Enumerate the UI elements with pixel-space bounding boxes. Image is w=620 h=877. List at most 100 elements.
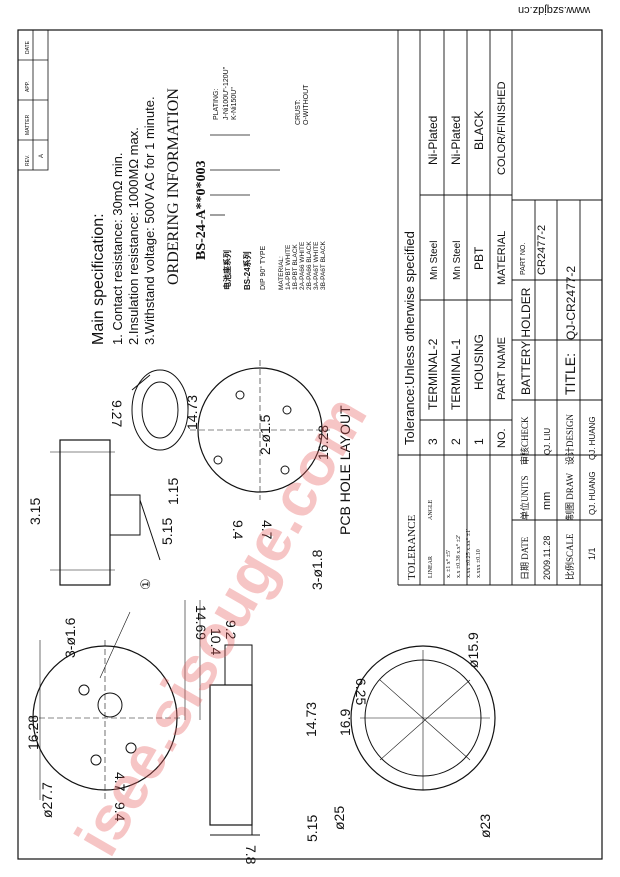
dim-p3-d1-8: 3-ø1.8 bbox=[309, 549, 325, 590]
tol-angle-label: ANGLE bbox=[428, 499, 434, 520]
row2-color: Ni-Plated bbox=[449, 116, 463, 165]
tol-linear-label: LINEAR bbox=[428, 556, 434, 578]
dip-type: DIP 90° TYPE bbox=[259, 245, 267, 290]
sheet-border bbox=[17, 29, 603, 860]
ordering-leaders bbox=[210, 134, 280, 216]
dim-d7-8: 7.8 bbox=[243, 845, 259, 865]
matter-label: MATTER bbox=[25, 114, 31, 135]
ordering-title: ORDERING INFORMATION bbox=[165, 88, 182, 285]
dim-s5-15: 5.15 bbox=[159, 518, 175, 545]
dim-d14-69: 14.69 bbox=[193, 605, 209, 640]
header-part-name: PART NAME bbox=[496, 337, 508, 400]
material-1a: 1A-PBT WHITE bbox=[285, 244, 292, 290]
date-col-label: 日期 DATE bbox=[520, 536, 530, 580]
dim-d9-2: 9.2 bbox=[223, 620, 239, 640]
crust-label: CRUST: bbox=[295, 100, 302, 125]
header-material: MATERIAL bbox=[496, 231, 508, 285]
row1-material: PBT bbox=[472, 246, 486, 270]
row1-part: HOUSING bbox=[472, 334, 486, 390]
plating-j: J-Ni100U"-120U" bbox=[223, 66, 230, 120]
title-value: QJ-CR2477-2 bbox=[564, 266, 578, 340]
title-label: TITLE: bbox=[562, 353, 578, 395]
tol-row-3: x.xx ±0.25 x.xx° ±1' bbox=[465, 529, 472, 578]
row3-no: 3 bbox=[426, 438, 440, 445]
material-label: MATERIAL: bbox=[278, 256, 285, 290]
pcb-hole-layout bbox=[190, 360, 330, 500]
part-no-value: CR2477-2 bbox=[536, 225, 548, 275]
row3-part: TERMINAL-2 bbox=[426, 338, 440, 410]
dim-d5-15: 5.15 bbox=[304, 815, 320, 842]
spec-line-1: 1. Contact resistance: 30mΩ min. bbox=[110, 152, 125, 345]
draw-value: QJ. HUANG bbox=[588, 471, 597, 515]
coin-view bbox=[350, 645, 496, 791]
ordering-code: BS-24-A**0*003 bbox=[194, 160, 209, 260]
plating-label: PLATING: bbox=[213, 89, 220, 120]
tol-row-4: x.xxx ±0.10 bbox=[476, 549, 482, 578]
right-table-grid bbox=[397, 30, 602, 586]
dim-d15-9: ø15.9 bbox=[465, 632, 481, 668]
row1-no: 1 bbox=[472, 438, 486, 445]
dim-s3-15: 3.15 bbox=[27, 498, 43, 525]
rev-value: A bbox=[39, 154, 45, 158]
date-value: 2009.11.28 bbox=[542, 536, 552, 580]
material-3a: 3A-PA6T WHITE bbox=[313, 241, 320, 290]
material-3b: 3B-PA6T BLACK bbox=[320, 240, 327, 290]
row2-no: 2 bbox=[449, 438, 463, 445]
check-col-label: 审核CHECK bbox=[519, 416, 530, 465]
dim-p14-73: 14.73 bbox=[184, 395, 200, 430]
dim-s9-27: 9.27 bbox=[109, 400, 125, 427]
design-value: QJ. HUANG bbox=[588, 416, 597, 460]
check-value: QJ. LIU bbox=[543, 428, 552, 455]
side-view bbox=[184, 600, 260, 836]
material-2a: 2A-PA66 WHITE bbox=[299, 241, 306, 290]
tol-row-2: x.x ±0.38 x.x° ±2' bbox=[455, 535, 462, 578]
dim-d14-73: 14.73 bbox=[303, 702, 319, 737]
spec-title: Main specification: bbox=[90, 213, 107, 345]
dim-d6-25: 6.25 bbox=[353, 678, 369, 705]
header-color: COLOR/FINISHED bbox=[496, 81, 508, 175]
crust-o: O-WITHOUT bbox=[303, 84, 310, 125]
spec-line-2: 2.Insulation resistance: 1000MΩ max. bbox=[126, 127, 141, 345]
pcb-layout-label: PCB HOLE LAYOUT bbox=[337, 405, 353, 535]
dim-p16-28: 16.28 bbox=[315, 425, 331, 460]
material-2b: 2B-PA66 BLACK bbox=[306, 241, 313, 290]
dim-d23: ø23 bbox=[477, 814, 493, 838]
tolerance-title: TOLERANCE bbox=[406, 515, 418, 580]
iso-sketch bbox=[131, 369, 189, 451]
dim-d9-4: 9.4 bbox=[112, 802, 128, 822]
design-col-label: 设计DESIGN bbox=[564, 414, 575, 465]
circled-1-marker: ① bbox=[138, 578, 153, 590]
app-label: APP. bbox=[25, 81, 31, 92]
spec-line-3: 3.Withstand voltage: 500V AC for 1 minut… bbox=[142, 96, 157, 345]
dim-p4-7: 4.7 bbox=[259, 520, 275, 540]
material-1b: 1B-PBT BLACK bbox=[292, 244, 299, 290]
part-no-label: PART NO. bbox=[520, 243, 527, 275]
top-side-view bbox=[50, 439, 161, 586]
front-view bbox=[30, 611, 180, 800]
row1-color: BLACK bbox=[472, 111, 486, 150]
dim-d10-4: 10.4 bbox=[208, 628, 224, 655]
series-cn: 电池座系列 bbox=[222, 250, 232, 290]
tol-row-1: x. ±1 x° ±5' bbox=[445, 550, 452, 578]
series-bs: BS-24系列 bbox=[242, 251, 252, 290]
scale-value: 1/1 bbox=[587, 547, 597, 560]
draw-col-label: 制图 DRAW bbox=[564, 472, 575, 520]
dim-p9-4: 9.4 bbox=[230, 520, 246, 540]
plating-k: K-Ni150U" bbox=[231, 87, 238, 120]
units-value: mm bbox=[541, 492, 553, 510]
scale-col-label: 比例SCALE bbox=[564, 533, 575, 580]
tolerance-note: Tolerance:Unless otherwise specified bbox=[402, 231, 417, 445]
dim-d16-28: 16.28 bbox=[25, 715, 41, 750]
dim-d27-7: ø27.7 bbox=[39, 782, 55, 818]
dim-d25: ø25 bbox=[331, 806, 347, 830]
revision-block bbox=[17, 29, 49, 171]
row2-part: TERMINAL-1 bbox=[449, 338, 463, 410]
header-no: NO. bbox=[496, 428, 508, 448]
row2-material: Mn Steel bbox=[452, 241, 463, 280]
row3-color: Ni-Plated bbox=[426, 116, 440, 165]
units-col-label: 单位UNITS bbox=[519, 476, 530, 521]
dim-d4-7: 4.7 bbox=[112, 772, 128, 792]
dim-3-d1-6: 3-ø1.6 bbox=[62, 617, 78, 658]
dim-p2-d1-5: 2-ø1.5 bbox=[257, 414, 273, 455]
